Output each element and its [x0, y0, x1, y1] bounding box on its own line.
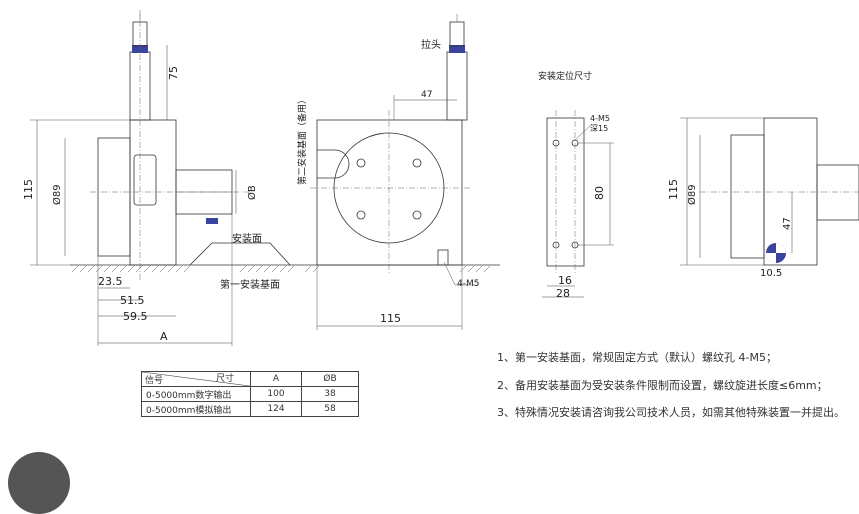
spec-table: 信号 尺寸 A ØB 0-5000mm数字输出 100 38 0-5000mm模… [141, 371, 359, 417]
corner-badge-icon [8, 452, 70, 514]
label-m5-left: 4-M5 [457, 279, 479, 289]
side-view [30, 10, 300, 346]
header-size: 尺寸 [215, 374, 234, 384]
label-pull-head: 拉头 [421, 38, 441, 51]
header-signal-size: 信号 尺寸 [141, 371, 251, 387]
note-2: 2、备用安装基面为受安装条件限制而设置，螺纹旋进长度≤6mm； [497, 379, 828, 392]
dim-A: A [160, 330, 168, 343]
header-col-a: A [250, 371, 302, 387]
dim-115-bottom: 115 [380, 312, 401, 325]
spec-table-header: 信号 尺寸 A ØB [141, 371, 359, 387]
header-signal: 信号 [145, 376, 164, 386]
label-mount-face: 安装面 [232, 232, 262, 245]
dim-115-left: 115 [22, 179, 35, 200]
table-row: 0-5000mm数字输出 100 38 [141, 386, 359, 402]
header-col-b: ØB [301, 371, 359, 387]
label-depth: 深15 [590, 124, 608, 133]
dim-10-5: 10.5 [760, 268, 782, 279]
technical-drawing: 75 115 Ø89 ØB 23.5 51.5 59.5 A 安装面 第一安装基… [22, 10, 859, 346]
label-second-mount-base: 第二安装基面（备用） [296, 95, 308, 185]
note-1: 1、第一安装基面，常规固定方式（默认）螺纹孔 4-M5； [497, 351, 777, 364]
label-first-mount-base: 第一安装基面 [220, 278, 280, 291]
dim-75: 75 [167, 66, 180, 80]
row-signal: 0-5000mm数字输出 [141, 386, 251, 402]
dim-phi89-left: Ø89 [51, 184, 63, 205]
end-view [680, 117, 859, 266]
dim-51-5: 51.5 [120, 294, 145, 307]
row-b: 58 [301, 401, 359, 417]
row-b: 38 [301, 386, 359, 402]
label-m5-right: 4-M5 [590, 114, 610, 123]
dim-16: 16 [558, 274, 572, 287]
row-signal: 0-5000mm模拟输出 [141, 401, 251, 417]
table-row: 0-5000mm模拟输出 124 58 [141, 401, 359, 417]
dim-47-right: 47 [782, 217, 793, 230]
front-view [300, 14, 500, 330]
dim-115-right: 115 [667, 179, 680, 200]
label-mount-position-size: 安装定位尺寸 [538, 70, 592, 82]
note-3: 3、特殊情况安装请咨询我公司技术人员，如需其他特殊装置一并提出。 [497, 406, 845, 419]
dim-80: 80 [593, 186, 606, 200]
dim-47-top: 47 [421, 90, 432, 100]
row-a: 124 [250, 401, 302, 417]
mount-position-view [542, 110, 614, 298]
dim-phiB: ØB [246, 185, 258, 200]
dim-23-5: 23.5 [98, 275, 123, 288]
dim-28: 28 [556, 287, 570, 300]
dim-phi89-right: Ø89 [686, 184, 698, 205]
row-a: 100 [250, 386, 302, 402]
dim-59-5: 59.5 [123, 310, 148, 323]
